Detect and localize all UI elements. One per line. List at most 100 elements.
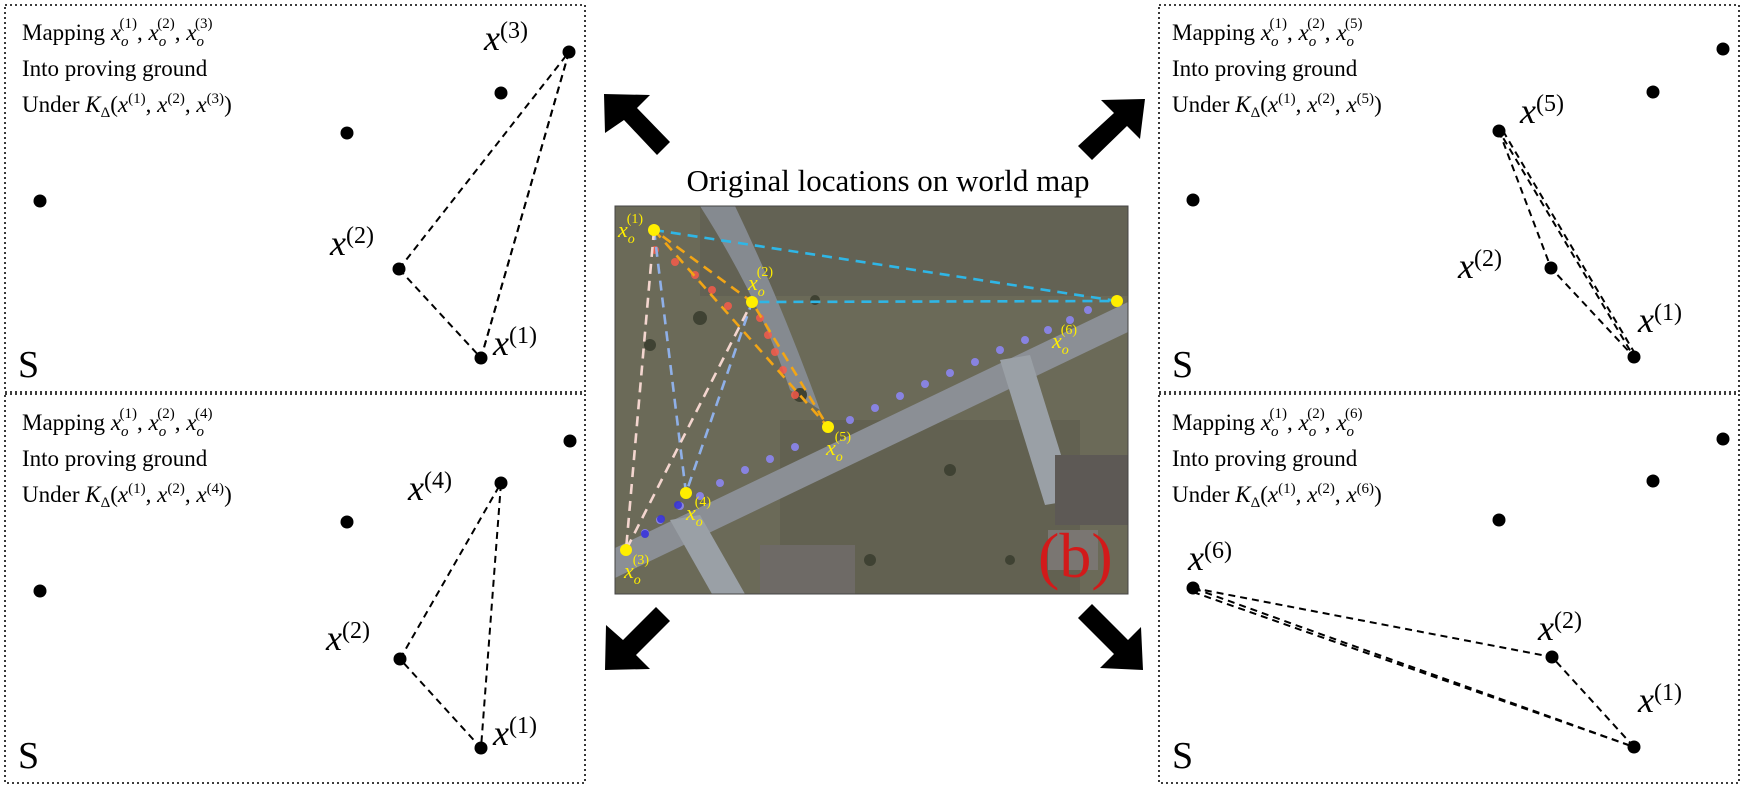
map-connector-pink xyxy=(624,229,754,551)
map-dot xyxy=(724,302,732,310)
panel-bl-label-x1: x(1) xyxy=(492,713,537,753)
panel-tr: Mapping xo(1), xo(2), xo(5) Into proving… xyxy=(1172,16,1730,386)
map-dot xyxy=(741,466,749,474)
panel-tr-point xyxy=(1186,193,1200,207)
aerial-map: xo(1) xo(2) xo(3) xo(4) xo(5) xo(6) (b) xyxy=(615,206,1128,594)
panel-tr-label-x1: x(1) xyxy=(1637,300,1682,340)
panel-tr-point xyxy=(1646,85,1660,99)
map-badge: (b) xyxy=(1038,520,1113,591)
map-label-x4: xo(4) xyxy=(685,495,711,530)
map-dot xyxy=(771,348,779,356)
panel-bl-point xyxy=(33,584,47,598)
panel-tr-point-x2 xyxy=(1544,261,1558,275)
map-dot xyxy=(871,404,879,412)
panel-tr-point xyxy=(1716,42,1730,56)
panel-br-point xyxy=(1716,432,1730,446)
panel-bl-point xyxy=(563,434,577,448)
map-dot xyxy=(657,515,665,523)
panel-frames xyxy=(4,4,1740,784)
panel-bl-caption-line3: Under KΔ(x(1), x(2), x(4)) xyxy=(22,481,232,511)
arrow-down-left-icon xyxy=(605,607,670,670)
panel-bl: Mapping xo(1), xo(2), xo(4) Into proving… xyxy=(18,406,577,777)
panel-br-caption-line1: Mapping xo(1), xo(2), xo(6) xyxy=(1172,406,1362,440)
panel-bl-point-x4 xyxy=(494,476,508,490)
panel-tr-label-x2: x(2) xyxy=(1457,246,1502,286)
map-dot xyxy=(708,286,716,294)
map-tree xyxy=(1005,555,1015,565)
panel-br-caption-line2: Into proving ground xyxy=(1172,446,1358,471)
panel-tl-points xyxy=(33,45,576,365)
map-dot xyxy=(764,331,772,339)
panel-tr-caption-line3: Under KΔ(x(1), x(2), x(5)) xyxy=(1172,91,1382,121)
map-dot xyxy=(1044,326,1052,334)
arrow-up-left-icon xyxy=(604,94,670,155)
map-tree xyxy=(810,295,820,305)
map-dot xyxy=(766,455,774,463)
map-marker-x6 xyxy=(1111,295,1123,307)
panel-tr-points xyxy=(1186,42,1730,364)
map-markers xyxy=(620,224,1123,556)
map-label-x2: xo(2) xyxy=(747,265,773,300)
panel-tl-label-x2: x(2) xyxy=(329,223,374,263)
panel-tl-point xyxy=(494,86,508,100)
map-dot xyxy=(674,501,682,509)
panel-tr-space-label: S xyxy=(1172,344,1193,386)
panel-br-label-x2: x(2) xyxy=(1537,608,1582,648)
panel-tl: Mapping xo(1), xo(2), xo(3) Into proving… xyxy=(18,16,576,386)
panel-bl-space-label: S xyxy=(18,735,39,777)
panel-tl-caption-line1: Mapping xo(1), xo(2), xo(3) xyxy=(22,16,212,50)
panel-tl-point-x2 xyxy=(392,262,406,276)
panel-bl-point xyxy=(340,515,354,529)
panel-tl-caption-line2: Into proving ground xyxy=(22,56,208,81)
map-tree xyxy=(693,311,707,325)
panel-br-label-x6: x(6) xyxy=(1187,538,1232,578)
panel-bl-caption-line2: Into proving ground xyxy=(22,446,208,471)
map-house xyxy=(760,545,855,594)
map-road-drive xyxy=(670,515,745,594)
panel-tl-point-x1 xyxy=(474,351,488,365)
map-dots-blue xyxy=(641,501,682,538)
map-field-upper xyxy=(700,206,1128,296)
panel-br: Mapping xo(1), xo(2), xo(6) Into proving… xyxy=(1172,406,1730,777)
map-house xyxy=(1055,455,1128,525)
panel-tl-triangle xyxy=(397,51,570,360)
panel-bl-points xyxy=(33,434,577,755)
map-dot xyxy=(791,391,799,399)
panel-frame-tl xyxy=(4,4,586,393)
map-marker-x2 xyxy=(746,296,758,308)
map-dot xyxy=(1021,336,1029,344)
map-dot xyxy=(1066,316,1074,324)
panel-bl-point-x1 xyxy=(474,741,488,755)
panel-br-triangle xyxy=(1192,587,1635,748)
panel-br-point xyxy=(1646,474,1660,488)
map-tree xyxy=(864,554,876,566)
map-dot xyxy=(996,346,1004,354)
panel-tl-label-x3: x(3) xyxy=(483,18,528,58)
panel-bl-label-x2: x(2) xyxy=(325,618,370,658)
panel-br-caption-line3: Under KΔ(x(1), x(2), x(6)) xyxy=(1172,481,1382,511)
map-dot xyxy=(846,416,854,424)
panel-tr-label-x5: x(5) xyxy=(1519,91,1564,131)
map-dot xyxy=(896,392,904,400)
panel-br-point-x2 xyxy=(1545,650,1559,664)
map-dot xyxy=(641,530,649,538)
panel-bl-point-x2 xyxy=(393,652,407,666)
panel-tr-point-x5 xyxy=(1492,124,1506,138)
panel-tr-caption-line2: Into proving ground xyxy=(1172,56,1358,81)
arrows xyxy=(604,94,1145,670)
map-marker-x1 xyxy=(648,224,660,236)
map-road-main xyxy=(615,302,1128,578)
arrow-down-right-icon xyxy=(1078,604,1143,670)
panel-tl-point-x3 xyxy=(562,45,576,59)
panel-bl-caption-line1: Mapping xo(1), xo(2), xo(4) xyxy=(22,406,212,440)
panel-tl-space-label: S xyxy=(18,344,39,386)
panel-tl-point xyxy=(33,194,47,208)
map-dot xyxy=(671,258,679,266)
map-label-x6: xo(6) xyxy=(1051,323,1077,358)
map-dot xyxy=(791,443,799,451)
map-trees xyxy=(644,295,1015,566)
panel-tl-label-x1: x(1) xyxy=(492,323,537,363)
map-dot xyxy=(971,358,979,366)
map-marker-x5 xyxy=(822,421,834,433)
map-dot xyxy=(1084,306,1092,314)
